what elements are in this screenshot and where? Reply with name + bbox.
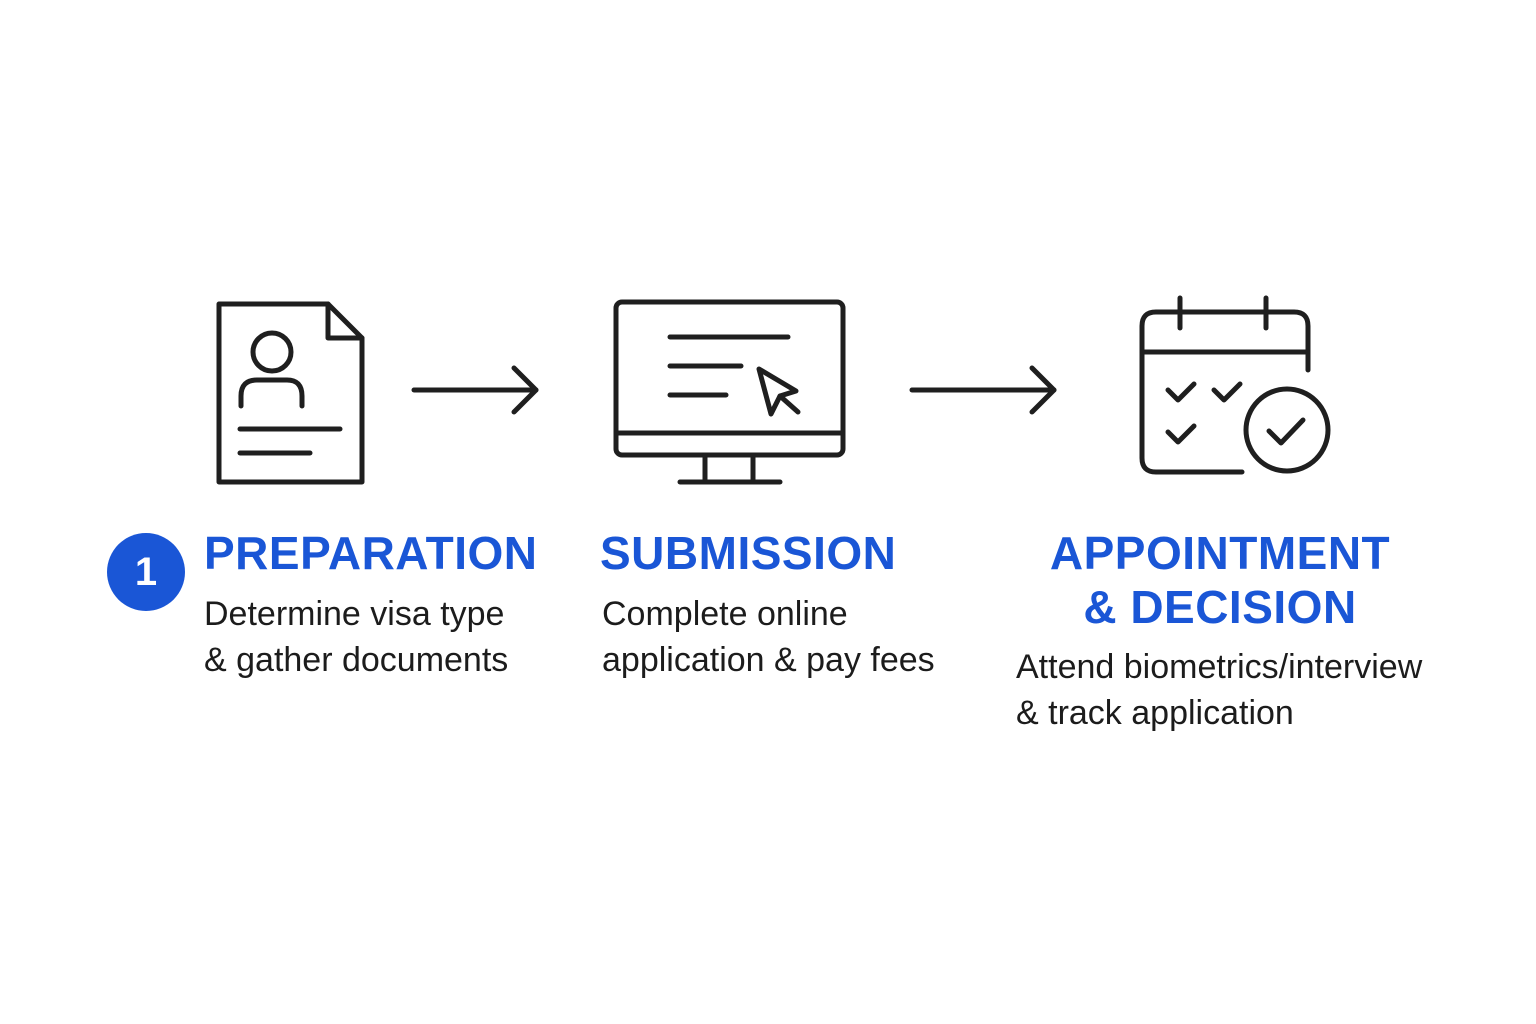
step-title-submission: SUBMISSION xyxy=(600,526,896,580)
step-description-preparation: Determine visa type & gather documents xyxy=(204,591,508,683)
step-description-line: Attend biometrics/interview xyxy=(1016,648,1423,686)
step-description-line: application & pay fees xyxy=(602,641,935,679)
arrow-right-icon xyxy=(411,365,539,415)
step-number-badge: 1 xyxy=(107,533,185,611)
monitor-cursor-icon xyxy=(613,299,846,485)
step-title-line: & DECISION xyxy=(1083,581,1357,633)
step-description-appointment-decision: Attend biometrics/interview & track appl… xyxy=(1016,644,1422,736)
step-description-line: Determine visa type xyxy=(204,595,505,633)
calendar-check-icon xyxy=(1139,295,1331,475)
step-title-appointment-decision: APPOINTMENT & DECISION xyxy=(1040,526,1400,634)
step-description-line: & gather documents xyxy=(204,641,509,679)
step-description-submission: Complete online application & pay fees xyxy=(602,591,935,683)
document-profile-icon xyxy=(216,301,365,485)
step-title-line: APPOINTMENT xyxy=(1049,527,1391,579)
step-title-line: SUBMISSION xyxy=(600,527,897,579)
step-title-line: PREPARATION xyxy=(204,527,538,579)
step-description-line: & track application xyxy=(1016,694,1294,732)
arrow-right-icon xyxy=(909,365,1057,415)
step-title-preparation: PREPARATION xyxy=(204,526,537,580)
step-description-line: Complete online xyxy=(602,595,848,633)
